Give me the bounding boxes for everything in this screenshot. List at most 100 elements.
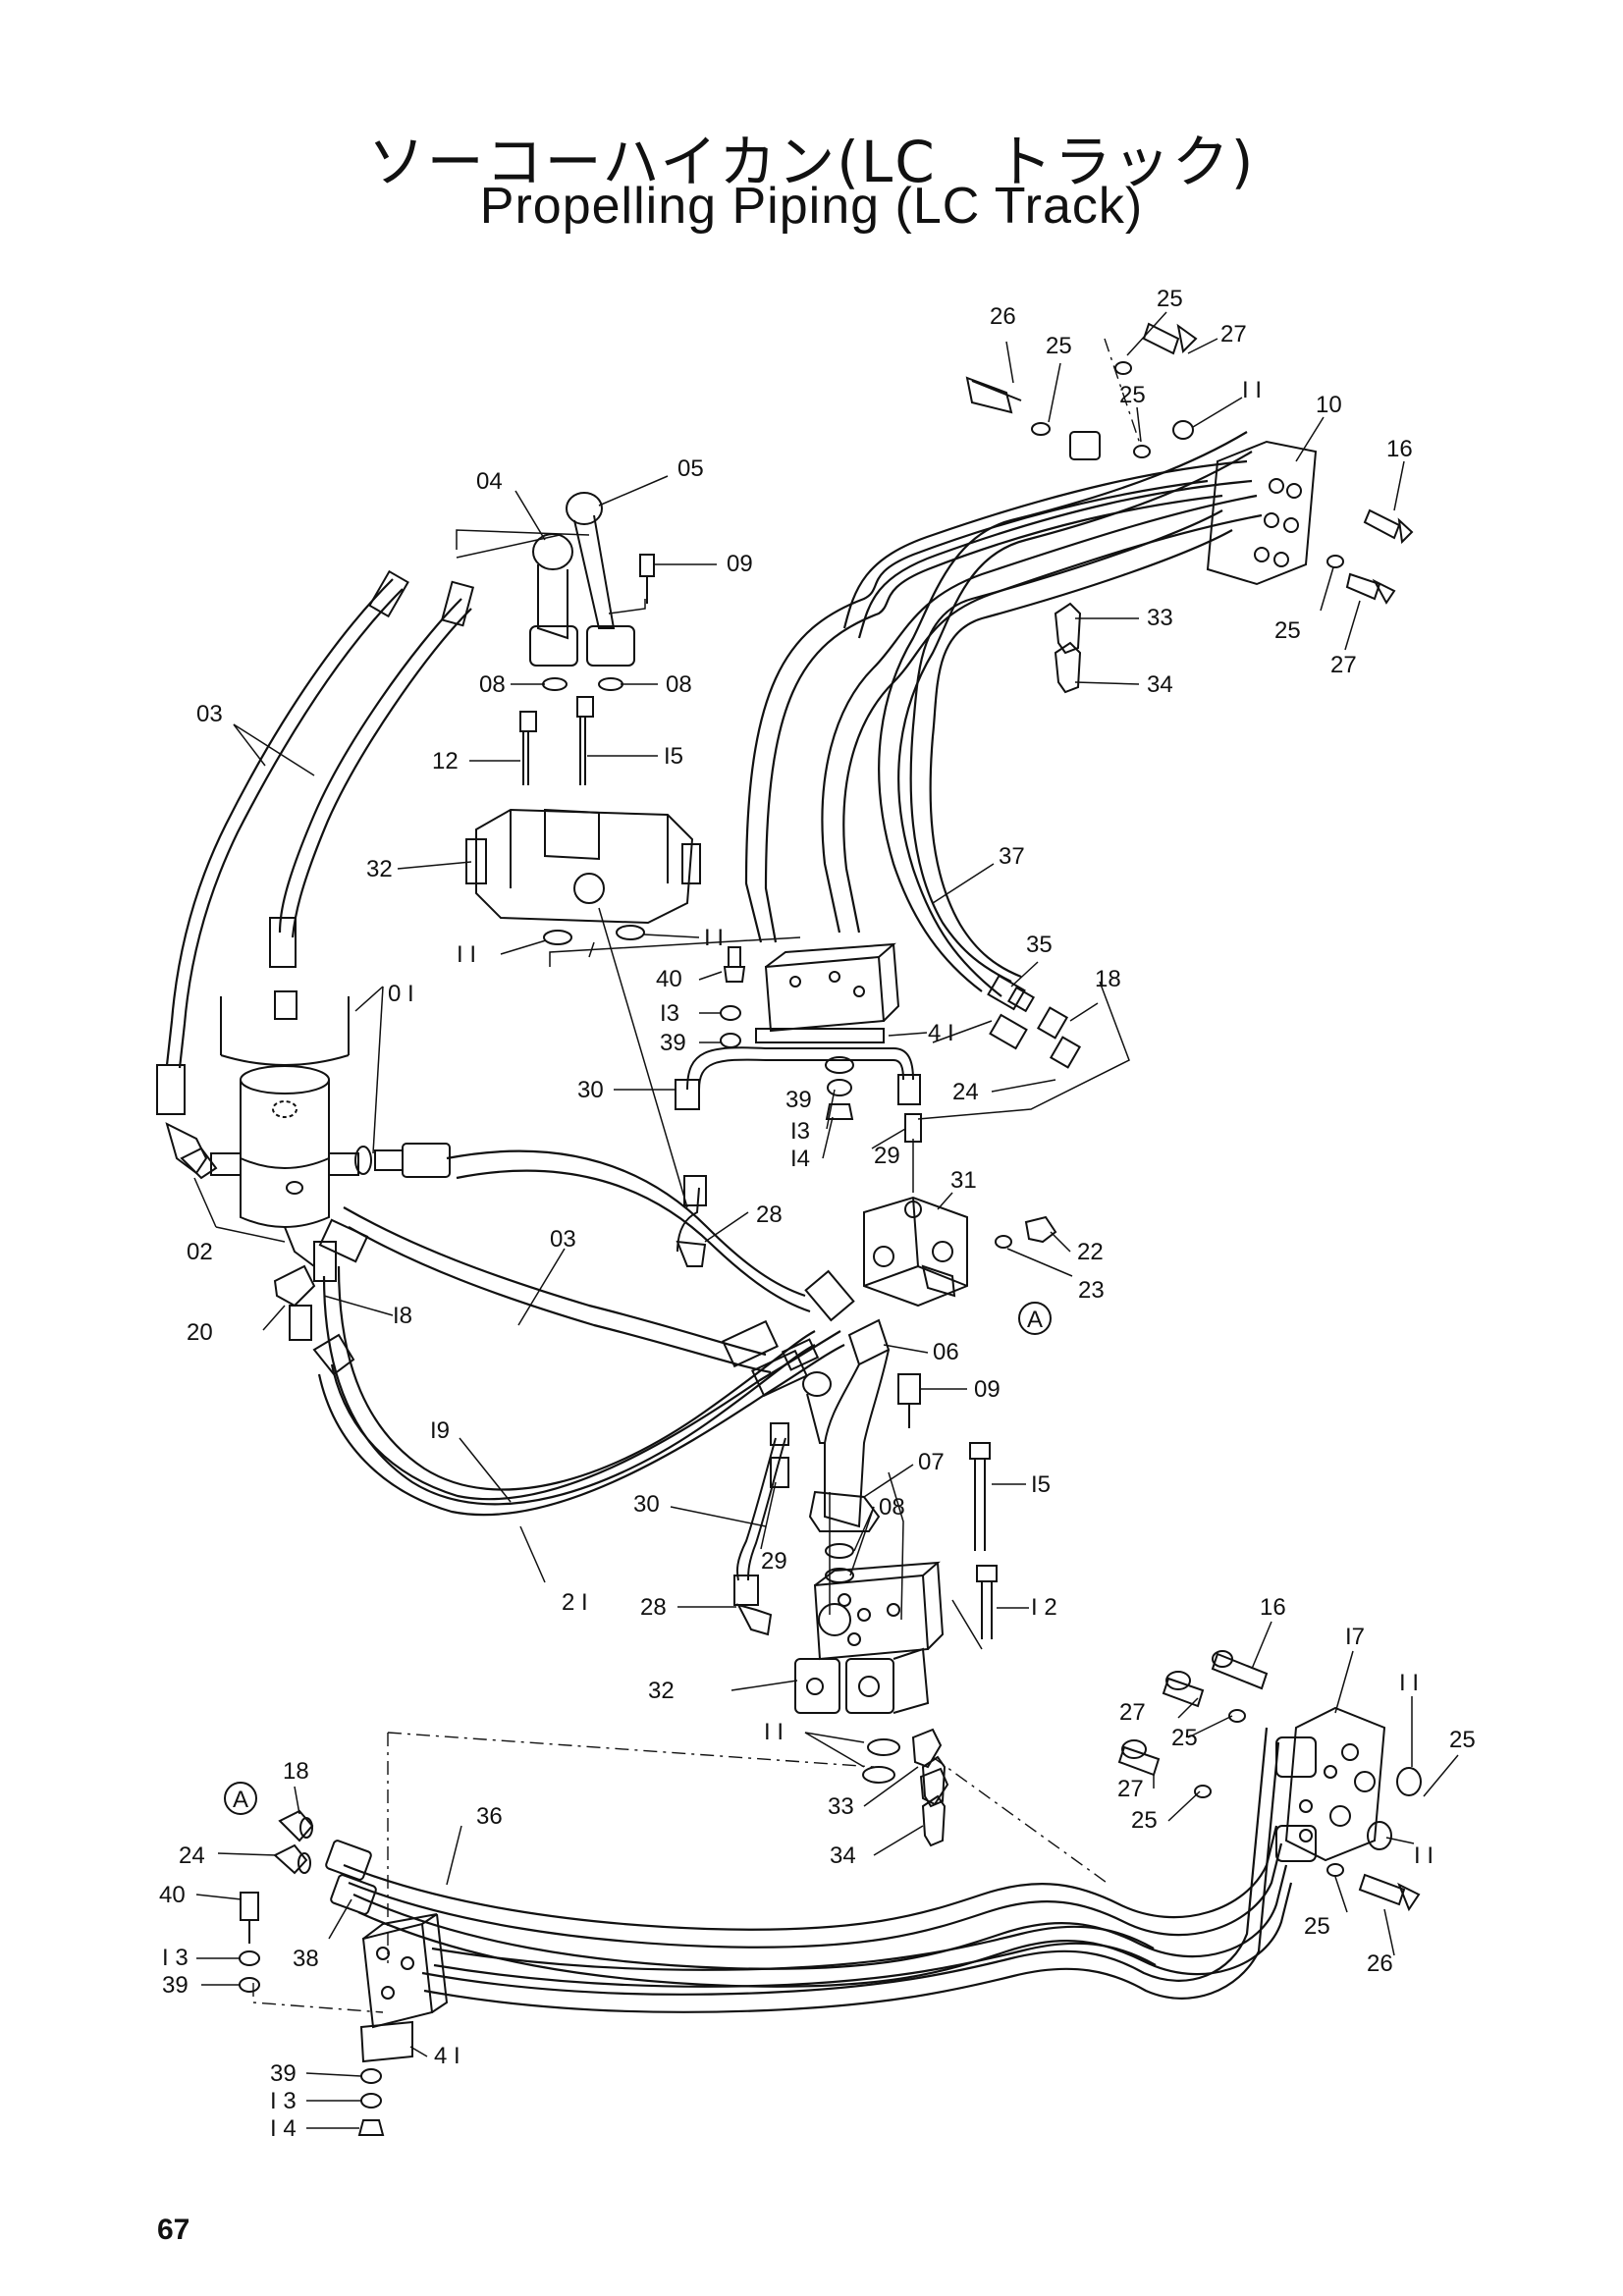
callout-25: 25 — [1274, 617, 1301, 644]
callout-13: I 3 — [270, 2088, 297, 2114]
title-english: Propelling Piping (LC Track) — [479, 178, 1144, 235]
lower-pipe-fittings — [273, 1736, 1317, 1915]
callout-25: 25 — [1131, 1807, 1158, 1834]
callout-31: 31 — [950, 1167, 977, 1194]
callout-39: 39 — [270, 2060, 297, 2087]
callout-09: 09 — [727, 551, 753, 577]
callout-25: 25 — [1304, 1913, 1330, 1940]
callout-25: 25 — [1119, 382, 1146, 408]
callout-11: I I — [764, 1719, 784, 1745]
manifold-block-10 — [1206, 440, 1318, 586]
callout-22: 22 — [1077, 1239, 1104, 1265]
callout-03: 03 — [550, 1226, 576, 1253]
callout-32: 32 — [366, 856, 393, 882]
callout-08: 08 — [879, 1494, 905, 1521]
lower-tube-30 — [733, 1422, 789, 1636]
callout-25: 25 — [1046, 333, 1072, 359]
callout-leaders — [193, 311, 1459, 2129]
callout-13: I3 — [790, 1118, 810, 1145]
callout-05: 05 — [677, 455, 704, 482]
callout-13: I3 — [660, 1000, 679, 1027]
assembly-lines — [252, 338, 1142, 2013]
callout-23: 23 — [1078, 1277, 1105, 1304]
valve-block-31 — [863, 974, 1082, 1308]
callout-16: 16 — [1260, 1594, 1286, 1621]
callout-27: 27 — [1220, 321, 1247, 347]
lower-right-fittings — [1117, 1650, 1422, 1912]
callout-27: 27 — [1119, 1699, 1146, 1726]
callout-11: I I — [704, 925, 724, 951]
callout-09: 09 — [974, 1376, 1001, 1403]
left-hose-fittings — [156, 569, 475, 1178]
reference-marker-A: A — [233, 1787, 248, 1813]
callout-35: 35 — [1026, 932, 1053, 958]
callout-11: I I — [1242, 377, 1262, 403]
callout-11: I I — [1414, 1842, 1434, 1869]
upper-right-fittings — [965, 322, 1414, 694]
callout-15: I5 — [1031, 1471, 1051, 1498]
callout-26: 26 — [990, 303, 1016, 330]
callout-29: 29 — [761, 1548, 787, 1575]
callout-27: 27 — [1330, 652, 1357, 678]
callout-03: 03 — [196, 701, 223, 727]
reference-marker-A: A — [1027, 1307, 1043, 1333]
callout-labels: 26 25 25 27 25 I I 10 16 04 05 09 33 25 … — [159, 286, 1476, 2142]
lower-clamps — [911, 1728, 949, 1806]
lower-left-hoses — [317, 1206, 845, 1517]
lower-left-fittings — [273, 1218, 855, 1398]
callout-18: I8 — [393, 1303, 412, 1329]
callout-14: I4 — [790, 1146, 810, 1172]
callout-40: 40 — [656, 966, 682, 992]
callout-19: I9 — [430, 1417, 450, 1444]
left-hoses-03 — [165, 578, 811, 1313]
callout-18: 18 — [1095, 966, 1121, 992]
callout-29: 29 — [874, 1143, 900, 1169]
upper-pipe-bundle — [744, 431, 1263, 997]
lower-bracket-41 — [239, 1892, 449, 2136]
upper-bracket-41 — [720, 942, 900, 1048]
callout-15: I5 — [664, 743, 683, 770]
callout-24: 24 — [179, 1842, 205, 1869]
callout-28: 28 — [756, 1201, 783, 1228]
callout-10: 10 — [1316, 392, 1342, 418]
callout-36: 36 — [476, 1803, 503, 1830]
callout-21: 2 I — [562, 1589, 588, 1616]
callout-18: 18 — [283, 1758, 309, 1785]
callout-30: 30 — [633, 1491, 660, 1518]
callout-06: 06 — [933, 1339, 959, 1365]
callout-30: 30 — [577, 1077, 604, 1103]
callout-25: 25 — [1171, 1725, 1198, 1751]
callout-12: I 2 — [1031, 1594, 1057, 1621]
callout-11: I I — [457, 941, 476, 968]
callout-34: 34 — [830, 1842, 856, 1869]
upper-swivel-assembly — [465, 492, 701, 945]
center-swivel-joint — [180, 996, 359, 1267]
callout-33: 33 — [1147, 605, 1173, 631]
callout-28: 28 — [640, 1594, 667, 1621]
callout-07: 07 — [918, 1449, 945, 1475]
callout-04: 04 — [476, 468, 503, 495]
callout-24: 24 — [952, 1079, 979, 1105]
callout-20: 20 — [187, 1319, 213, 1346]
callout-39: 39 — [162, 1972, 189, 1999]
callout-33: 33 — [828, 1793, 854, 1820]
callout-32: 32 — [648, 1678, 675, 1704]
callout-41: 4 I — [434, 2043, 460, 2069]
lower-pipe-bundle — [343, 1727, 1293, 2013]
reference-marker-circles — [224, 1302, 1052, 1815]
callout-25: 25 — [1449, 1727, 1476, 1753]
callout-40: 40 — [159, 1882, 186, 1908]
callout-37: 37 — [999, 843, 1025, 870]
callout-26: 26 — [1367, 1950, 1393, 1977]
callout-41: 4 I — [928, 1020, 954, 1046]
callout-17: I7 — [1345, 1624, 1365, 1650]
callout-13: I 3 — [162, 1945, 189, 1971]
callout-14: I 4 — [270, 2115, 297, 2142]
callout-34: 34 — [1147, 671, 1173, 698]
title-japanese: ソーコーハイカン(LC トラック) — [367, 129, 1256, 195]
manifold-block-17 — [1284, 1706, 1386, 1862]
callout-27: 27 — [1117, 1776, 1144, 1802]
upper-tube-30 — [675, 1046, 922, 1267]
